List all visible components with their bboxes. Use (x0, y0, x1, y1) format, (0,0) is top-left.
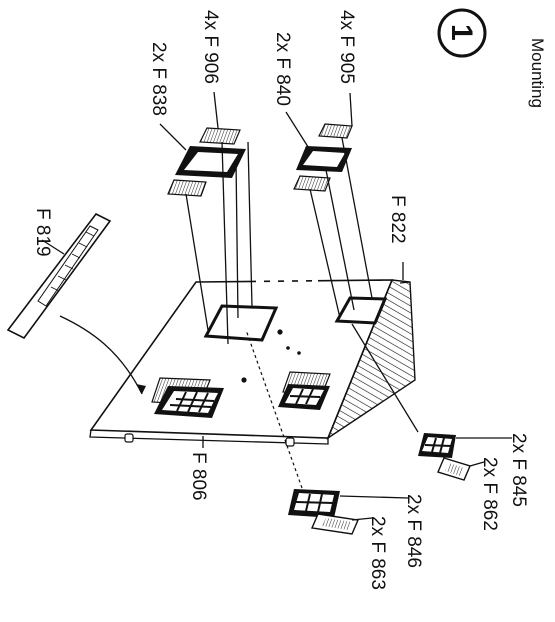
bezel-f906-top (199, 127, 241, 145)
panel-f822-top (399, 281, 411, 284)
grid-line (187, 391, 198, 413)
step-marker: 1 (437, 8, 487, 58)
board-hole (241, 377, 247, 383)
assembly-line-dashed (245, 329, 303, 489)
label-f819: F 819 (32, 208, 53, 257)
board-hole (297, 351, 301, 355)
frame-stack-left (159, 91, 246, 197)
frame-stack-right (285, 92, 353, 192)
strip-f819 (6, 212, 146, 395)
assembly-line (247, 141, 253, 308)
assembly-line (221, 141, 229, 345)
grid-f846 (245, 329, 409, 535)
bezel-f905-top (318, 123, 353, 139)
leader-f905 (349, 92, 353, 127)
grid-line (317, 493, 323, 513)
opening-left (203, 304, 279, 342)
leader-f906 (213, 91, 219, 129)
board-foot (124, 433, 134, 443)
strip-f819-slot (37, 225, 99, 307)
label-f822: F 822 (387, 195, 408, 244)
assembly-line (341, 137, 373, 299)
label-f838: 2x F 838 (148, 42, 169, 116)
assembly-line (185, 193, 209, 331)
frame-f840-inner (303, 151, 345, 167)
label-f840: 2x F 840 (272, 32, 293, 106)
assembly-line (325, 169, 355, 311)
grid-line (295, 388, 304, 405)
strip-mark (57, 275, 67, 281)
title-text: Mounting (528, 38, 547, 108)
label-f905: 4x F 905 (336, 10, 357, 84)
plate-f863-hatch (322, 518, 352, 530)
leader-f840 (285, 111, 311, 151)
board-hole (277, 329, 283, 335)
board-hole (286, 346, 290, 350)
step-number: 1 (445, 24, 478, 41)
plate-f862-hatch (445, 463, 464, 476)
leader-f838 (159, 123, 187, 151)
label-f806: F 806 (188, 452, 209, 501)
label-f863: 2x F 863 (367, 516, 388, 590)
strip-mark (85, 231, 95, 237)
curve-arrow-f819 (59, 315, 143, 395)
assembly-line (351, 323, 419, 433)
strip-mark (71, 253, 81, 259)
title-group: Mounting (528, 38, 547, 108)
grid-f845 (351, 323, 512, 481)
installed-grid-right (278, 371, 331, 410)
grid-line (198, 392, 209, 413)
board-edge (89, 429, 329, 445)
bezel-f905-bottom (293, 175, 331, 192)
installed-grid-left (151, 377, 224, 418)
label-f906: 4x F 906 (200, 10, 221, 84)
assembly-line (235, 159, 239, 319)
label-f846: 2x F 846 (403, 494, 424, 568)
grid-line (431, 437, 437, 453)
assembly-line (309, 188, 341, 319)
board-foot (285, 437, 295, 447)
leader-f846 (339, 495, 409, 499)
grid-line (176, 391, 187, 412)
panel-f822 (326, 262, 416, 440)
grid-line (439, 437, 445, 454)
leader-f819 (41, 239, 65, 255)
panel-f822-face (326, 279, 416, 440)
grid-line (295, 501, 334, 504)
strip-mark (78, 242, 88, 248)
strip-mark (50, 286, 60, 292)
frame-f838-inner (184, 152, 238, 172)
opening-right (334, 296, 388, 325)
grid-line (289, 395, 321, 398)
bezel-f906-bottom (167, 179, 207, 197)
label-f845: 2x F 845 (508, 433, 529, 507)
arrow-head (136, 384, 146, 394)
strip-mark (64, 264, 74, 270)
grid-line (305, 388, 314, 405)
step-circle (437, 8, 487, 58)
leader-f863 (351, 517, 373, 521)
grid-line (424, 444, 452, 447)
grid-line (305, 493, 311, 512)
label-f862: 2x F 862 (479, 457, 500, 531)
leader-f862 (469, 461, 485, 467)
